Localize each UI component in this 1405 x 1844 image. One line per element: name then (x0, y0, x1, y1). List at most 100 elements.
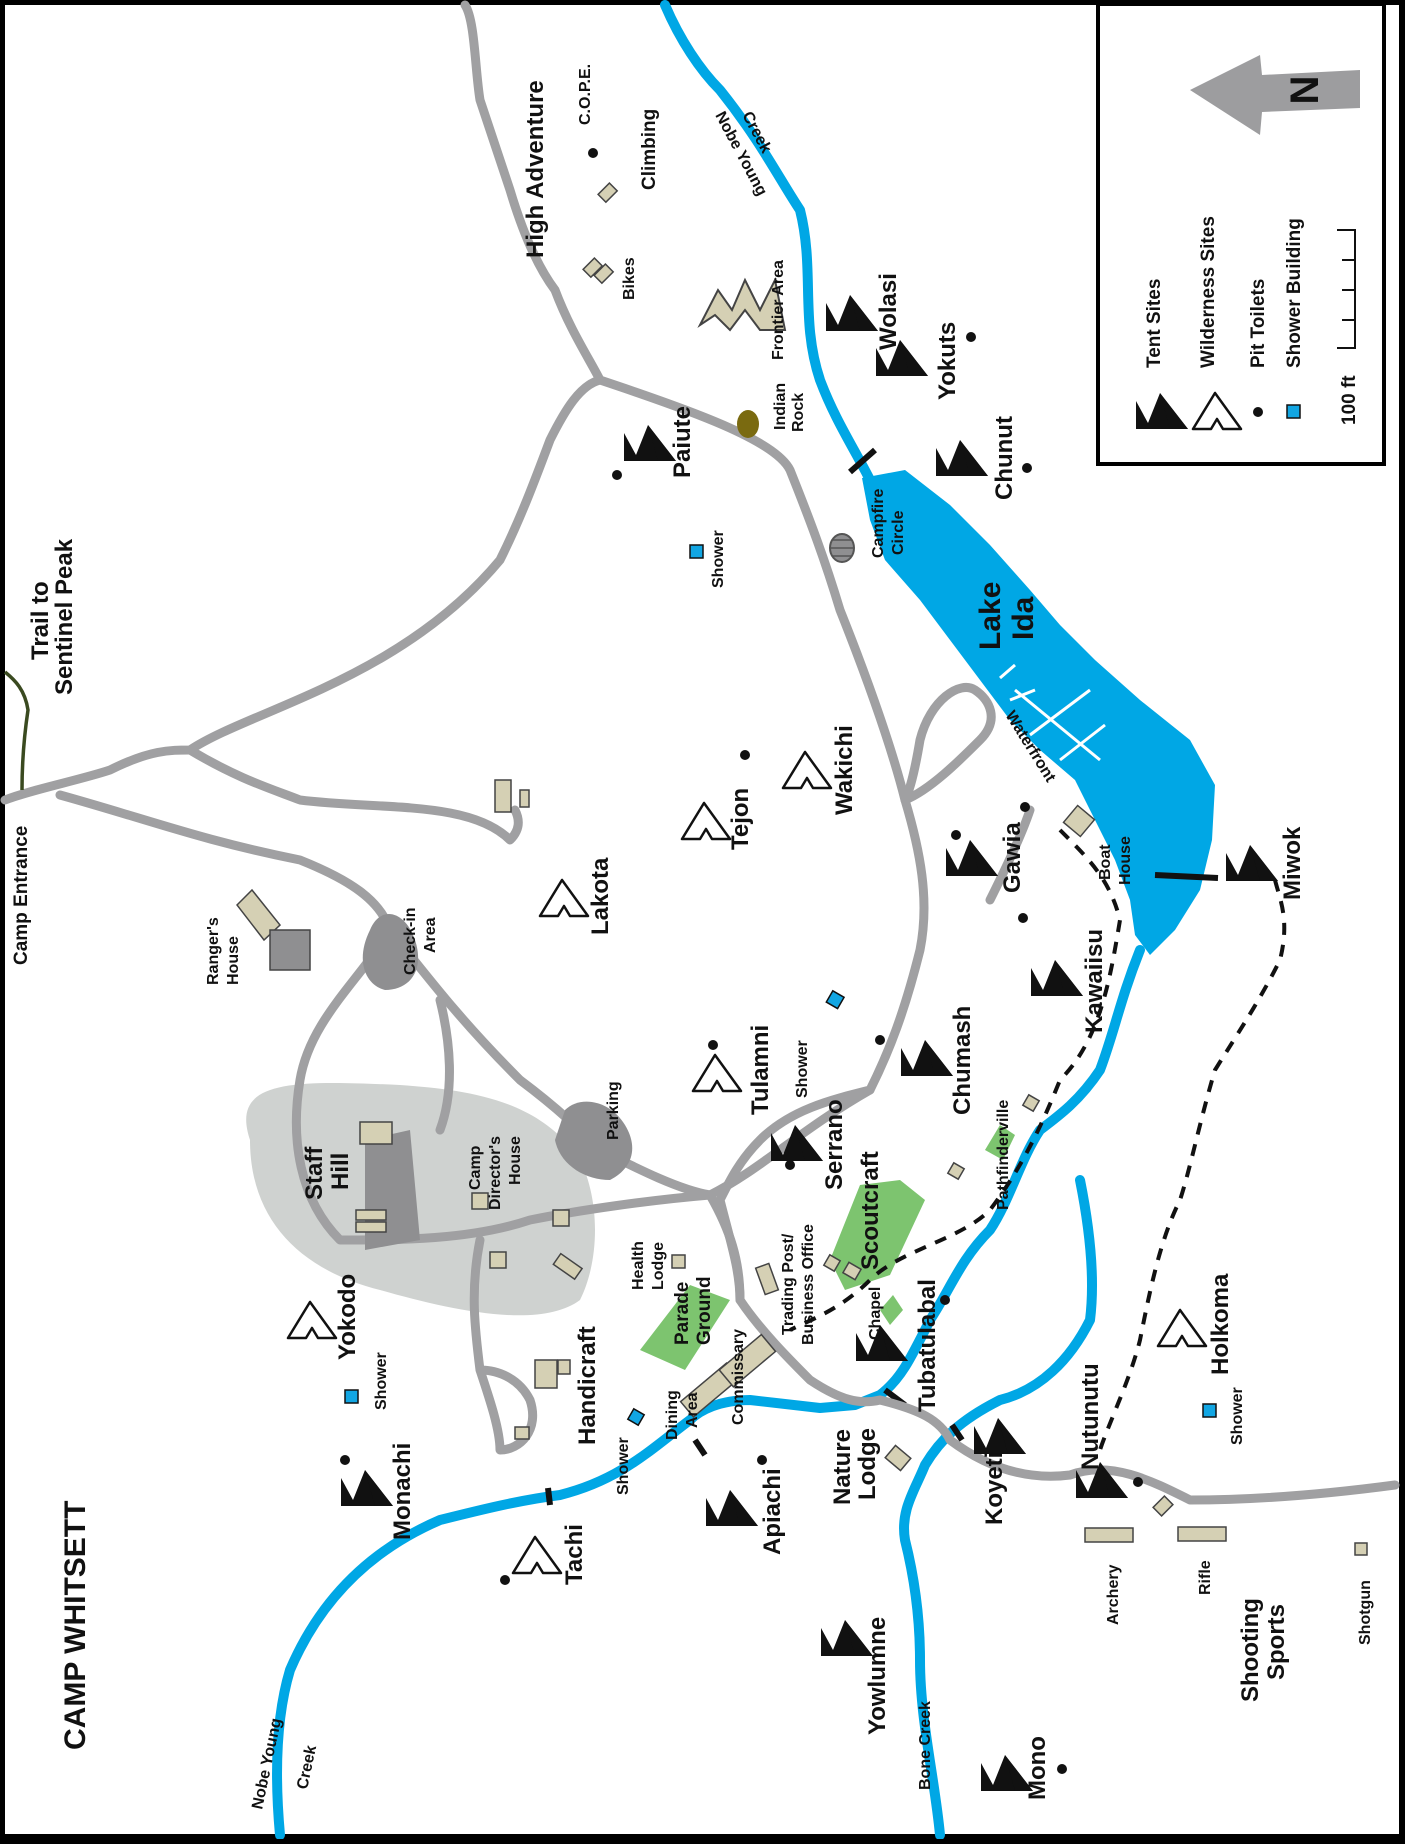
nobe-young-creek-main (272, 945, 1145, 1840)
legend: N Tent Sites Wilderness Sites Pit Toilet… (1096, 2, 1386, 466)
handicraft-label: Handicraft (574, 1326, 601, 1445)
nature-lodge-label-2: Lodge (854, 1428, 881, 1500)
wild-label-lakota: Lakota (587, 857, 614, 935)
shower-yokodo-label: Shower (373, 1352, 390, 1410)
shower-icon (1202, 1403, 1217, 1418)
nature-lodge-label-1: Nature (829, 1429, 856, 1505)
scoutcraft-area (830, 1180, 925, 1290)
dining-area-label-2: Area (684, 1392, 701, 1428)
cope-label: C.O.P.E. (577, 64, 594, 125)
dining-area-label-1: Dining (664, 1390, 681, 1440)
shower-icon (344, 1389, 359, 1404)
north-arrow-icon: N (1190, 55, 1360, 135)
tent-label-wolasi: Wolasi (875, 273, 902, 350)
tent-label-kawaiisu: Kawaiisu (1081, 929, 1108, 1033)
tent-label-paiute: Paiute (669, 406, 696, 478)
north-label: N (1283, 76, 1327, 105)
legend-shower-label: Shower Building (1284, 218, 1305, 368)
rifle-label: Rifle (1197, 1560, 1214, 1595)
check-in-area-shape (362, 913, 419, 990)
checkin-label-2: Area (422, 917, 439, 953)
bone-creek (899, 1175, 1097, 1840)
staff-hill-area (246, 1083, 595, 1316)
road-ranger (185, 745, 523, 845)
directors-label-3: House (507, 1136, 524, 1185)
shower-holkoma-label: Shower (1229, 1387, 1246, 1445)
pit-toilet-icon (340, 1455, 350, 1465)
tent-label-nutunutu: Nutunutu (1077, 1363, 1104, 1470)
shower-icon (825, 989, 846, 1010)
lake-ida (862, 470, 1215, 955)
tent-label-miwok: Miwok (1279, 826, 1306, 900)
chapel-area (880, 1295, 903, 1325)
climbing-label: Climbing (639, 109, 660, 190)
shower-icon (689, 544, 704, 559)
pit-toilet-icon (1057, 1764, 1067, 1774)
wild-label-tachi: Tachi (561, 1524, 588, 1585)
wild-label-holkoma: Holkoma (1207, 1273, 1234, 1375)
shower-tulamni-label: Shower (794, 1040, 811, 1098)
trail-to-sentinel-label-2: Sentinel Peak (51, 538, 78, 695)
main-road (460, 0, 1400, 1505)
trail-miwok-nutunutu (1098, 879, 1287, 1451)
commissary-label: Commissary (730, 1329, 747, 1425)
pathfinderville-area (985, 1125, 1015, 1160)
pit-toilet-icon (1022, 463, 1032, 473)
pit-toilet-icon (757, 1455, 767, 1465)
parade-ground-label-2: Ground (694, 1276, 715, 1345)
shooting-sports-label-1: Shooting (1237, 1598, 1264, 1702)
pit-toilet-icon (500, 1575, 510, 1585)
directors-label-1: Camp (467, 1145, 484, 1190)
parade-ground-area (640, 1285, 730, 1370)
shower-paiute-label: Shower (710, 530, 727, 588)
tent-label-chunut: Chunut (991, 416, 1018, 500)
nobe-young-creek-north (660, 0, 875, 485)
chapel-label: Chapel (867, 1287, 884, 1340)
pit-toilet-icon (740, 750, 750, 760)
tent-label-serrano: Serrano (821, 1099, 848, 1190)
camp-entrance-label: Camp Entrance (11, 826, 32, 965)
lake-ida-label-2: Ida (1007, 596, 1040, 640)
buildings (236, 182, 1368, 1556)
map-title: CAMP WHITSETT (59, 1501, 92, 1750)
parade-ground-label-1: Parade (672, 1282, 693, 1345)
frontier-area-structure (697, 276, 787, 332)
tent-label-chumash: Chumash (949, 1006, 976, 1115)
staff-hill-label-2: Hill (327, 1153, 354, 1190)
pit-toilet-icon (1020, 802, 1030, 812)
tent-label-tubatulabal: Tubatulabal (914, 1279, 941, 1412)
wild-label-tejon: Tejon (727, 788, 754, 850)
shower-building-icon (1286, 404, 1301, 419)
checkin-label-1: Check-in (402, 907, 419, 975)
archery-label: Archery (1105, 1564, 1122, 1625)
pit-toilet-icon (966, 332, 976, 342)
pit-toilets (340, 148, 1143, 1774)
legend-pit-toilet-label: Pit Toilets (1248, 279, 1269, 368)
trading-post-label-1: Trading Post/ (780, 1233, 797, 1335)
trading-post-label-2: Business Office (800, 1224, 817, 1345)
road-west-north (0, 375, 605, 805)
boat-house-label-1: Boat (1097, 844, 1114, 880)
legend-wilderness-label: Wilderness Sites (1198, 216, 1219, 368)
pit-toilet-icon (951, 830, 961, 840)
legend-tent-label: Tent Sites (1144, 279, 1165, 368)
campfire-circle-label-1: Campfire (870, 489, 887, 558)
tent-label-mono: Mono (1024, 1736, 1051, 1800)
directors-label-2: Director's (487, 1136, 504, 1210)
wild-label-wakichi: Wakichi (831, 725, 858, 815)
health-lodge-label-1: Health (630, 1241, 647, 1290)
pathfinderville-label: Pathfinderville (995, 1100, 1012, 1210)
waterfront-docks (999, 663, 1106, 762)
trail-to-sentinel-label-1: Trail to (27, 581, 54, 660)
pit-toilet-icon (1133, 1477, 1143, 1487)
tent-label-monachi: Monachi (389, 1443, 416, 1540)
health-lodge-label-2: Lodge (650, 1242, 667, 1290)
shower-dining-label: Shower (615, 1437, 632, 1495)
bikes-label: Bikes (621, 257, 638, 300)
sentinel-trail (3, 670, 30, 791)
parking-area (555, 1101, 633, 1180)
indian-rock-label-1: Indian (772, 383, 789, 430)
pit-toilet-icon (708, 1040, 718, 1050)
road-handicraft-loop (469, 1235, 538, 1455)
